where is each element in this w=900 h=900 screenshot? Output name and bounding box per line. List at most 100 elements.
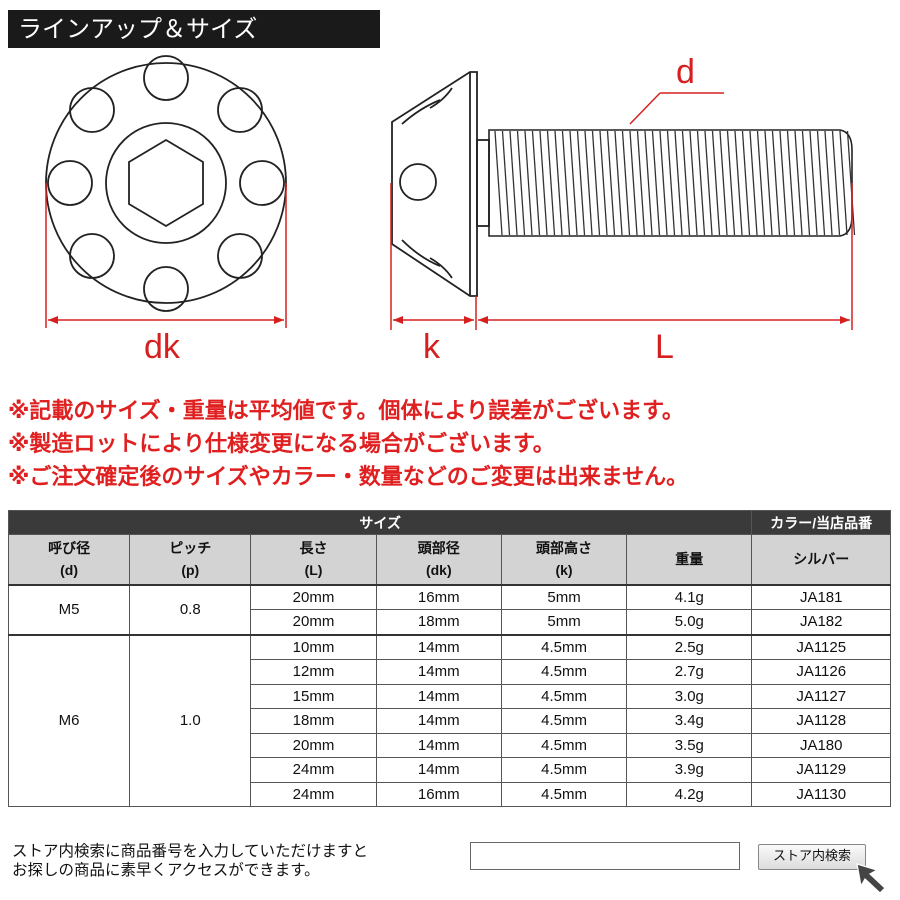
column-header-label: 長さ bbox=[299, 540, 328, 557]
head-height-cell: 4.5mm bbox=[500, 781, 628, 807]
thread-line bbox=[494, 130, 503, 236]
item-code-cell: JA1125 bbox=[751, 634, 891, 660]
thread-line bbox=[704, 130, 713, 236]
bolt-head-side-view bbox=[391, 71, 490, 297]
thread-line bbox=[801, 130, 811, 236]
thread-line bbox=[651, 130, 661, 236]
pitch-cell: 0.8 bbox=[129, 584, 252, 635]
diameter-cell: M5 bbox=[7, 584, 131, 635]
thread-line bbox=[539, 130, 548, 236]
column-header: 呼び径(d) bbox=[7, 534, 131, 585]
thread-line bbox=[636, 130, 646, 236]
item-code-cell: JA181 bbox=[751, 584, 891, 610]
head-diameter-cell: 14mm bbox=[375, 683, 502, 709]
thread-line bbox=[584, 130, 593, 236]
search-description: ストア内検索に商品番号を入力していただけますと お探しの商品に素早くアクセスがで… bbox=[12, 842, 368, 880]
column-header: 長さ (L) bbox=[250, 534, 377, 585]
store-search-input[interactable] bbox=[470, 842, 740, 870]
note-line: ※記載のサイズ・重量は平均値です。個体により誤差がございます。 bbox=[8, 399, 684, 424]
item-code-cell: JA1127 bbox=[751, 683, 891, 709]
thread-line bbox=[846, 130, 856, 236]
thread-line bbox=[831, 130, 841, 236]
dk-dimension-line bbox=[45, 183, 287, 328]
note-line: ※製造ロットにより仕様変更になる場合がございます。 bbox=[8, 432, 555, 457]
length-cell: 10mm bbox=[250, 634, 377, 660]
thread-line bbox=[696, 130, 706, 236]
head-height-cell: 4.5mm bbox=[500, 659, 628, 685]
pitch-cell: 1.0 bbox=[129, 634, 252, 807]
L-label: L bbox=[655, 328, 674, 366]
thread-line bbox=[741, 130, 751, 236]
weight-cell: 3.9g bbox=[626, 757, 753, 783]
thread-line bbox=[614, 130, 623, 236]
length-cell: 18mm bbox=[250, 708, 377, 734]
thread-line bbox=[756, 130, 766, 236]
weight-cell: 3.4g bbox=[626, 708, 753, 734]
weight-cell: 2.5g bbox=[626, 634, 753, 660]
head-diameter-cell: 18mm bbox=[375, 609, 502, 635]
thread-line bbox=[621, 130, 631, 236]
column-header-symbol: (dk) bbox=[425, 562, 452, 579]
head-diameter-cell: 16mm bbox=[375, 781, 502, 807]
thread-line bbox=[509, 130, 518, 236]
length-cell: 20mm bbox=[250, 609, 377, 635]
thread-line bbox=[666, 130, 676, 236]
column-header-symbol: (k) bbox=[555, 562, 573, 579]
thread-line bbox=[629, 130, 638, 236]
column-header: シルバー bbox=[751, 534, 891, 585]
thread-line bbox=[576, 130, 586, 236]
weight-cell: 4.1g bbox=[626, 584, 753, 610]
k-label: k bbox=[423, 328, 441, 366]
head-height-cell: 4.5mm bbox=[500, 708, 628, 734]
thread-line bbox=[561, 130, 571, 236]
weight-cell: 3.0g bbox=[626, 683, 753, 709]
column-header-label: ピッチ bbox=[169, 540, 212, 557]
search-description-line: ストア内検索に商品番号を入力していただけますと bbox=[12, 842, 369, 860]
note-line: ※ご注文確定後のサイズやカラー・数量などのご変更は出来ません。 bbox=[8, 465, 689, 490]
head-height-cell: 4.5mm bbox=[500, 732, 628, 758]
thread-line bbox=[531, 130, 541, 236]
head-diameter-cell: 14mm bbox=[375, 659, 502, 685]
thread-line bbox=[681, 130, 691, 236]
length-cell: 20mm bbox=[250, 732, 377, 758]
thread-line bbox=[839, 130, 848, 236]
column-header-symbol: (L) bbox=[304, 562, 323, 579]
length-cell: 15mm bbox=[250, 683, 377, 709]
thread-line bbox=[786, 130, 796, 236]
size-group-header: サイズ bbox=[7, 510, 753, 535]
thread-line bbox=[599, 130, 608, 236]
thread-line bbox=[659, 130, 668, 236]
thread-line bbox=[779, 130, 788, 236]
bolt-threads bbox=[494, 130, 856, 236]
column-header-symbol: (p) bbox=[181, 562, 200, 579]
thread-line bbox=[734, 130, 743, 236]
head-diameter-cell: 14mm bbox=[375, 708, 502, 734]
head-diameter-cell: 14mm bbox=[375, 732, 502, 758]
thread-line bbox=[591, 130, 601, 236]
thread-line bbox=[501, 130, 511, 236]
thread-line bbox=[719, 130, 728, 236]
k-L-dimension-line bbox=[390, 183, 853, 330]
length-cell: 24mm bbox=[250, 781, 377, 807]
column-header-label: 呼び径 bbox=[48, 540, 91, 557]
item-code-cell: JA1126 bbox=[751, 659, 891, 685]
bolt-head-front-view bbox=[45, 55, 287, 312]
thread-line bbox=[809, 130, 818, 236]
weight-cell: 2.7g bbox=[626, 659, 753, 685]
column-header: 頭部径(dk) bbox=[375, 534, 502, 585]
item-code-cell: JA1130 bbox=[751, 781, 891, 807]
head-height-cell: 5mm bbox=[500, 609, 628, 635]
weight-cell: 4.2g bbox=[626, 781, 753, 807]
thread-line bbox=[554, 130, 563, 236]
store-search-button[interactable]: ストア内検索 bbox=[758, 844, 866, 870]
head-diameter-cell: 16mm bbox=[375, 584, 502, 610]
spec-table: サイズ カラー/当店品番 呼び径(d)ピッチ(p)長さ(L)頭部径(dk)頭部高… bbox=[7, 510, 891, 807]
length-cell: 20mm bbox=[250, 584, 377, 610]
column-header: ピッチ (p) bbox=[129, 534, 252, 585]
head-height-cell: 4.5mm bbox=[500, 634, 628, 660]
thread-line bbox=[674, 130, 683, 236]
head-height-cell: 5mm bbox=[500, 584, 628, 610]
item-code-cell: JA182 bbox=[751, 609, 891, 635]
